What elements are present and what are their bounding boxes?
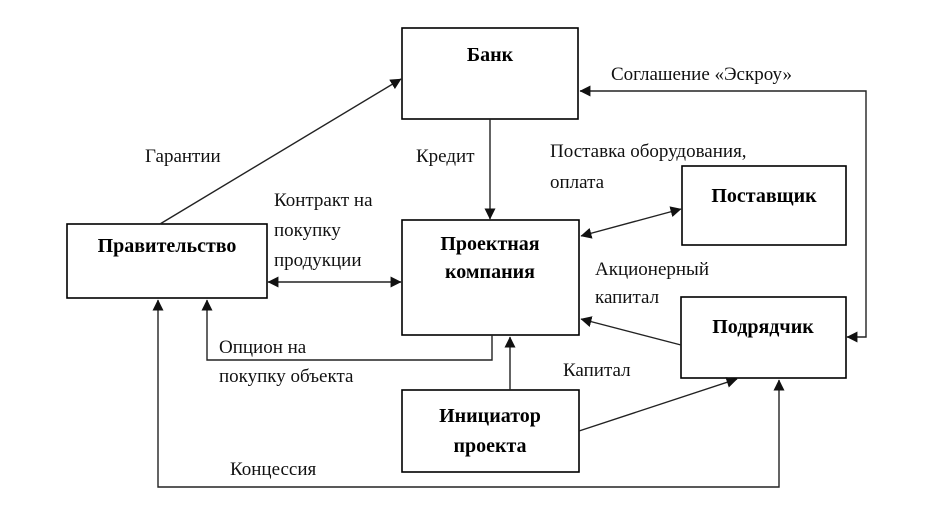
project-company-label-line2: компания xyxy=(445,261,535,283)
label-contract-line2: покупку xyxy=(274,220,341,241)
label-option-line1: Опцион на xyxy=(219,337,307,358)
contractor-node: Подрядчик xyxy=(680,296,847,379)
bank-label: Банк xyxy=(467,44,514,66)
project-company-node: Проектная компания xyxy=(401,219,580,336)
label-escrow: Соглашение «Эскроу» xyxy=(611,64,792,85)
initiator-label-line1: Инициатор xyxy=(439,405,541,427)
label-capital: Капитал xyxy=(563,360,631,381)
label-concession: Концессия xyxy=(230,459,317,480)
initiator-node: Инициатор проекта xyxy=(401,389,580,473)
edge-capital xyxy=(578,377,738,432)
supplier-node: Поставщик xyxy=(681,165,847,246)
label-contract-line3: продукции xyxy=(274,250,362,271)
label-equity-line1: Акционерный xyxy=(595,259,709,280)
supplier-label: Поставщик xyxy=(711,185,817,207)
edge-concession xyxy=(152,299,785,488)
initiator-label-line2: проекта xyxy=(453,435,526,457)
label-contract-line1: Контракт на xyxy=(274,190,373,211)
edge-supply xyxy=(580,206,682,239)
government-label: Правительство xyxy=(98,235,237,257)
contractor-label: Подрядчик xyxy=(712,316,814,338)
label-supply-line2: оплата xyxy=(550,172,605,193)
label-guarantees: Гарантии xyxy=(145,146,221,167)
bank-node: Банк xyxy=(401,27,579,120)
label-supply-line1: Поставка оборудования, xyxy=(550,141,747,162)
edge-equity xyxy=(580,316,682,346)
government-node: Правительство xyxy=(66,223,268,299)
project-company-label-line1: Проектная xyxy=(440,233,539,255)
edge-guarantees xyxy=(159,78,402,225)
label-option-line2: покупку объекта xyxy=(219,366,354,387)
label-equity-line2: капитал xyxy=(595,287,660,308)
edge-escrow xyxy=(579,85,867,343)
label-credit: Кредит xyxy=(416,146,475,167)
